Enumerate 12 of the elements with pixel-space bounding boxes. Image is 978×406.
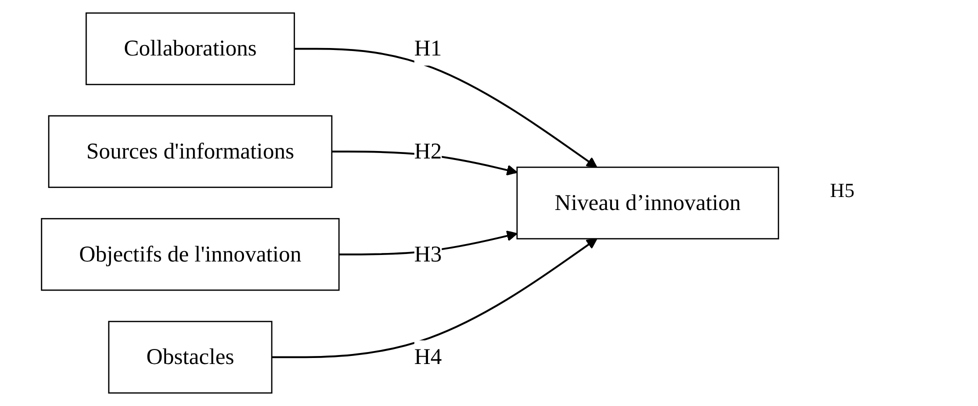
edge-label: H2	[414, 138, 442, 164]
node-box: Obstacles	[108, 320, 272, 394]
hypothesis-label: H5	[830, 180, 854, 203]
node-box: Sources d'informations	[48, 115, 332, 188]
edge-label: H4	[414, 344, 442, 370]
arrow	[272, 238, 598, 358]
node-box: Niveau d’innovation	[516, 166, 780, 240]
edge-label: H3	[414, 241, 442, 266]
edge-label: H1	[414, 36, 442, 61]
node-box: Collaborations	[86, 12, 295, 86]
arrow	[294, 48, 598, 168]
node-box: Objectifs de l'innovation	[40, 218, 340, 291]
